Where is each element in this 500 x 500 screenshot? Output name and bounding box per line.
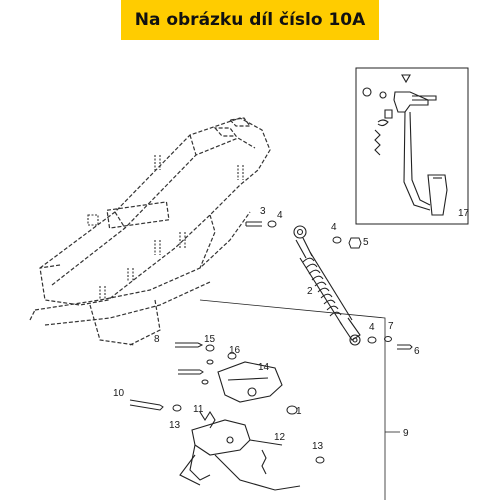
header-banner: Na obrázku díl číslo 10A (121, 0, 379, 40)
shock-absorber (293, 225, 361, 346)
side-stand (362, 74, 448, 216)
label-4-top-right: 4 (331, 222, 337, 233)
hardware-parts (129, 220, 413, 464)
label-12: 12 (274, 432, 286, 443)
label-7: 7 (388, 321, 394, 332)
label-14: 14 (258, 362, 270, 373)
bolt-10 (129, 399, 164, 411)
side-stand-inset-box (355, 67, 469, 225)
label-8: 8 (154, 334, 160, 345)
label-5: 5 (363, 237, 369, 248)
label-17: 17 (458, 208, 470, 219)
label-10: 10 (113, 388, 125, 399)
label-4-top-left: 4 (277, 210, 283, 221)
banner-title: Na obrázku díl číslo 10A (134, 10, 366, 30)
frame-mounting-studs (87, 155, 244, 300)
label-6: 6 (414, 346, 420, 357)
label-13-right: 13 (312, 441, 324, 452)
part-labels: 3 4 4 5 2 4 7 6 8 15 16 14 10 11 13 1 12… (113, 206, 470, 452)
label-9: 9 (403, 428, 409, 439)
bolt-3 (245, 221, 262, 227)
label-1: 1 (296, 406, 302, 417)
label-4-lower: 4 (369, 322, 375, 333)
label-13-left: 13 (169, 420, 181, 431)
label-16: 16 (229, 345, 241, 356)
label-15: 15 (204, 334, 216, 345)
leader-lines (199, 299, 400, 500)
label-2: 2 (307, 286, 313, 297)
scooter-frame (29, 117, 271, 346)
center-stand-assembly (179, 361, 301, 491)
label-11: 11 (193, 404, 204, 415)
label-3: 3 (260, 206, 266, 217)
